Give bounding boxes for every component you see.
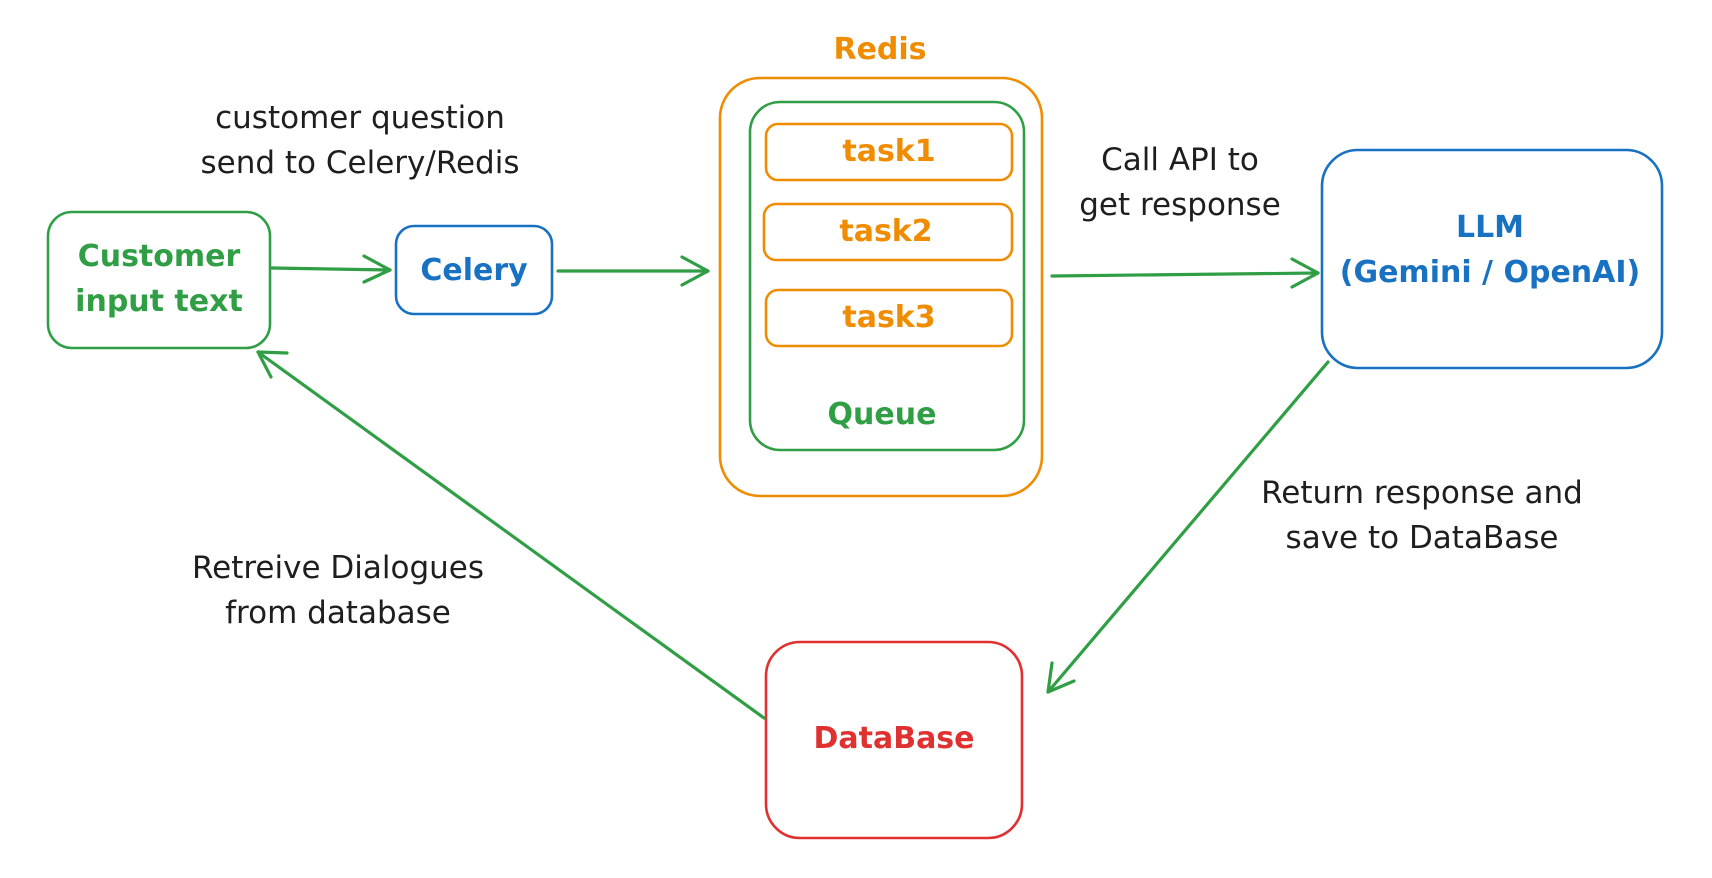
celery-node-border	[394, 224, 554, 316]
task-box[interactable]: task3	[764, 288, 1014, 348]
task-box[interactable]: task2	[762, 202, 1014, 262]
edge-label-to-database-line2: save to DataBase	[1286, 520, 1559, 556]
redis-label: Redis	[833, 32, 926, 67]
edge-label-to-llm-line2: get response	[1079, 187, 1281, 223]
edge-label-to-customer-line2: from database	[225, 595, 451, 631]
llm-node-border	[1320, 148, 1664, 370]
task-box-border	[762, 202, 1014, 262]
edge-label-to-llm: Call API to get response	[1079, 142, 1281, 223]
celery-node[interactable]: Celery	[394, 224, 554, 316]
redis-container[interactable]: Redis	[718, 32, 1044, 498]
customer-input-label-line2: input text	[75, 284, 243, 319]
edge-label-to-database-line1: Return response and	[1261, 475, 1583, 511]
llm-node[interactable]: LLM (Gemini / OpenAI)	[1320, 148, 1664, 370]
edge-label-to-celery-line1: customer question	[215, 100, 505, 136]
task-label: task3	[842, 300, 935, 335]
arrow-customer-to-celery	[270, 254, 392, 284]
llm-label-line1: LLM	[1456, 210, 1524, 245]
database-node[interactable]: DataBase	[764, 640, 1024, 840]
task-box-border	[764, 288, 1014, 348]
customer-input-node[interactable]: Customer input text	[46, 210, 272, 350]
queue-container[interactable]: Queue	[748, 100, 1026, 452]
edge-label-to-customer-line1: Retreive Dialogues	[192, 550, 484, 586]
queue-label: Queue	[828, 397, 937, 432]
celery-label: Celery	[420, 253, 528, 288]
redis-container-border	[718, 76, 1044, 498]
edge-label-to-llm-line1: Call API to	[1101, 142, 1259, 178]
arrow-celery-to-redis	[556, 255, 710, 287]
arrow-llm-to-database	[1046, 360, 1330, 694]
task-box[interactable]: task1	[764, 122, 1014, 182]
task-label: task2	[839, 214, 932, 249]
task-box-border	[764, 122, 1014, 182]
edge-label-to-customer: Retreive Dialogues from database	[192, 550, 484, 631]
arrow-database-to-customer	[256, 350, 766, 720]
database-node-border	[764, 640, 1024, 840]
edge-label-to-celery-line2: send to Celery/Redis	[201, 145, 520, 181]
customer-input-label-line1: Customer	[78, 239, 241, 274]
queue-container-border	[748, 100, 1026, 452]
edge-label-to-celery: customer question send to Celery/Redis	[201, 100, 520, 181]
llm-label-line2: (Gemini / OpenAI)	[1340, 255, 1640, 290]
database-label: DataBase	[813, 721, 974, 756]
edge-label-to-database: Return response and save to DataBase	[1261, 475, 1583, 556]
task-label: task1	[842, 134, 935, 169]
arrow-redis-to-llm	[1050, 257, 1320, 289]
customer-input-node-border	[46, 210, 272, 350]
